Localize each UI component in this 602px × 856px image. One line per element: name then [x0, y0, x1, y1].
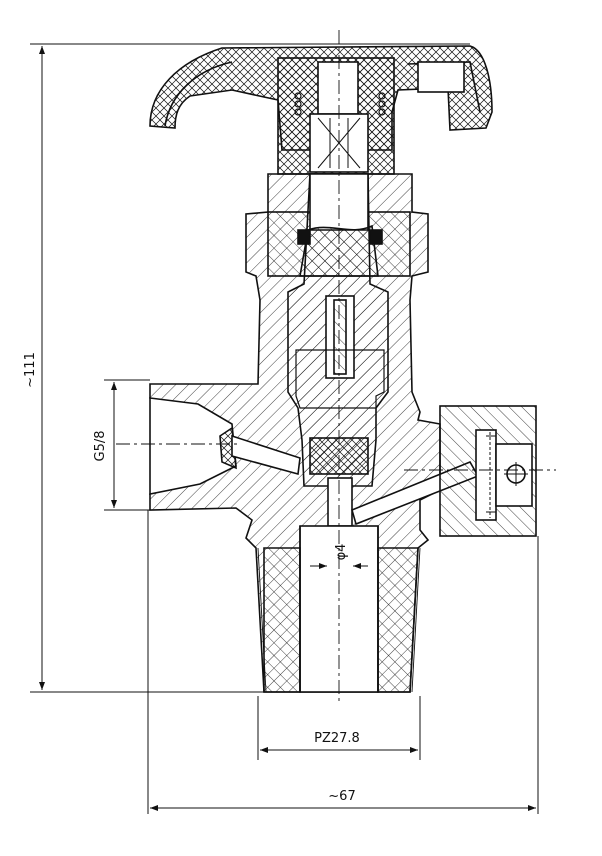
dimension-lines [30, 43, 539, 814]
dim-inlet-thread-label: G5/8 [93, 431, 108, 462]
valve-body [149, 173, 480, 693]
dim-height-label: ~111 [23, 352, 38, 388]
outlet-fitting [439, 405, 537, 537]
handwheel [149, 45, 493, 175]
center-lines [116, 30, 556, 704]
dim-width-label: ~67 [328, 789, 355, 804]
dim-cylinder-thread-label: PZ27.8 [314, 731, 360, 746]
dim-bore-label: φ4 [334, 544, 349, 561]
